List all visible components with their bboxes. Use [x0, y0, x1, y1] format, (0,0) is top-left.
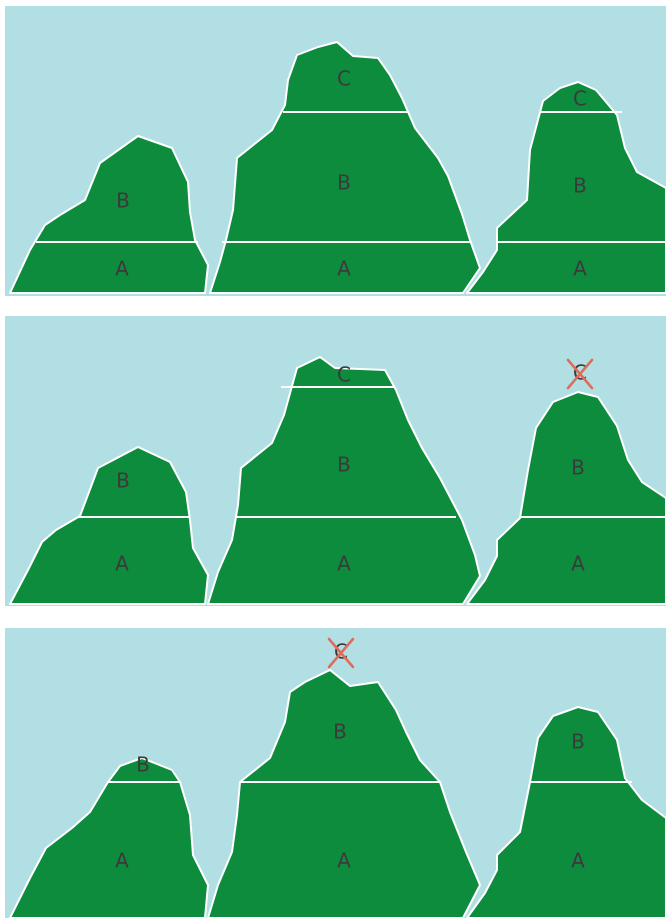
panel-2-middle-label-a: A — [337, 552, 351, 576]
panel-2: A B A B C A B C — [5, 316, 666, 606]
panel-3-middle-label-b: B — [333, 720, 347, 744]
panel-1-middle-label-a: A — [337, 257, 351, 281]
panel-2-left-label-a: A — [115, 552, 129, 576]
panel-1-left-label-b: B — [116, 189, 130, 213]
panel-1-right-label-c: C — [573, 87, 587, 111]
panel-3-right-label-b: B — [571, 730, 585, 754]
panel-1-middle-label-b: B — [337, 171, 351, 195]
panel-2-middle-label-b: B — [337, 453, 351, 477]
panel-2-right-label-a: A — [571, 552, 585, 576]
panel-2-left-label-b: B — [116, 469, 130, 493]
panel-3-right-label-a: A — [571, 849, 585, 873]
panel-3: A B A B C A B — [5, 628, 666, 918]
panel-1-right-label-b: B — [573, 174, 587, 198]
panel-1-middle-label-c: C — [337, 67, 351, 91]
panel-3-middle-label-a: A — [337, 849, 351, 873]
panel-1: A B A B C A B C — [5, 6, 666, 296]
panel-1-right-label-a: A — [573, 257, 587, 281]
panel-1-left-label-a: A — [115, 257, 129, 281]
panel-3-left-label-a: A — [115, 849, 129, 873]
panel-3-left-label-b: B — [136, 753, 150, 777]
panel-2-middle-label-c: C — [337, 363, 351, 387]
panel-2-right-label-b: B — [571, 456, 585, 480]
